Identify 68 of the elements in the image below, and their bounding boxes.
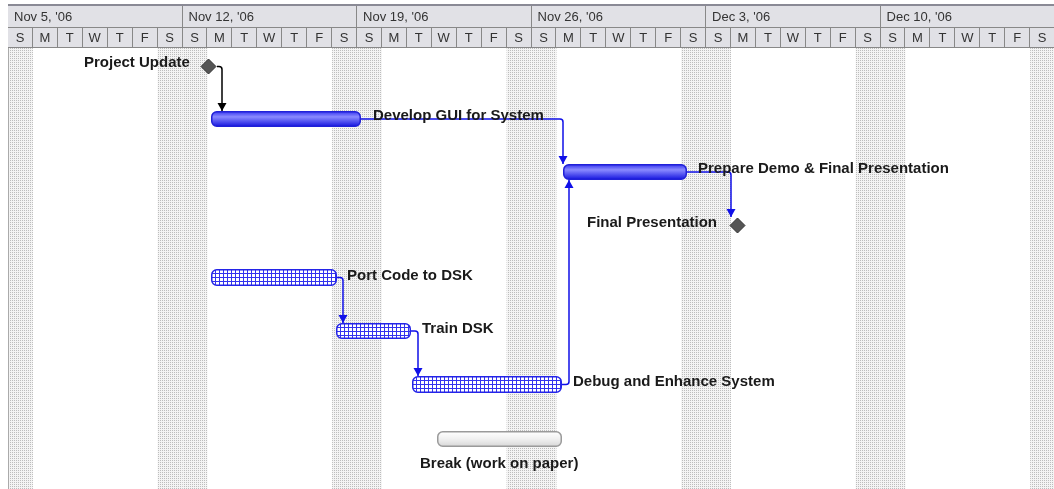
day-header: T [930, 28, 956, 48]
day-header: W [82, 28, 108, 48]
day-header: W [431, 28, 457, 48]
day-header: S [1030, 28, 1054, 48]
day-header: T [755, 28, 781, 48]
week-header: Nov 19, '06 [357, 6, 532, 28]
milestone-diamond [729, 217, 746, 234]
milestone-diamond [200, 58, 217, 75]
task-label: Port Code to DSK [347, 266, 473, 284]
day-header: T [107, 28, 133, 48]
day-header: S [357, 28, 382, 48]
task-label: Final Presentation [587, 213, 718, 231]
dependency-arrow [410, 330, 423, 377]
day-header: F [656, 28, 682, 48]
day-header: S [681, 28, 707, 48]
day-header: T [282, 28, 308, 48]
day-header: S [157, 28, 183, 48]
day-header: M [32, 28, 58, 48]
task-bar [336, 323, 411, 339]
dependency-arrow [561, 179, 574, 386]
day-header: T [631, 28, 657, 48]
day-header: F [132, 28, 158, 48]
day-header: F [830, 28, 856, 48]
task-bar [211, 111, 361, 127]
day-header: M [207, 28, 233, 48]
day-header: F [1005, 28, 1031, 48]
day-header: S [880, 28, 906, 48]
day-header: S [506, 28, 532, 48]
day-header: W [257, 28, 283, 48]
day-header: T [57, 28, 83, 48]
task-label: Break (work on paper) [420, 454, 579, 472]
day-header: T [581, 28, 607, 48]
day-header: F [481, 28, 507, 48]
day-header: S [706, 28, 731, 48]
week-header: Nov 5, '06 [8, 6, 183, 28]
task-label: Train DSK [422, 319, 494, 337]
day-header: W [955, 28, 981, 48]
day-header: T [406, 28, 432, 48]
task-label: Prepare Demo & Final Presentation [698, 159, 949, 177]
week-header: Nov 12, '06 [182, 6, 357, 28]
day-header: T [232, 28, 258, 48]
task-bar [412, 376, 562, 393]
day-header: T [805, 28, 831, 48]
day-header: T [980, 28, 1006, 48]
task-bar [211, 269, 337, 286]
day-header: S [855, 28, 881, 48]
day-header: T [456, 28, 482, 48]
week-header: Nov 26, '06 [531, 6, 706, 28]
dependency-arrow [336, 276, 348, 324]
week-header: Dec 10, '06 [880, 6, 1054, 28]
dependency-arrow [360, 118, 568, 165]
day-header: M [381, 28, 407, 48]
day-header: M [730, 28, 756, 48]
dependency-arrow [686, 171, 736, 218]
day-header: W [606, 28, 632, 48]
day-header: S [182, 28, 208, 48]
day-header: S [8, 28, 33, 48]
day-header: F [307, 28, 333, 48]
day-header: S [332, 28, 357, 48]
day-header: M [905, 28, 931, 48]
break-bar [437, 431, 562, 447]
day-header: M [556, 28, 582, 48]
task-bar [563, 164, 687, 180]
day-header: S [531, 28, 557, 48]
day-header: W [780, 28, 806, 48]
task-label: Debug and Enhance System [573, 372, 775, 390]
week-header: Dec 3, '06 [706, 6, 881, 28]
task-label: Project Update [84, 53, 190, 71]
